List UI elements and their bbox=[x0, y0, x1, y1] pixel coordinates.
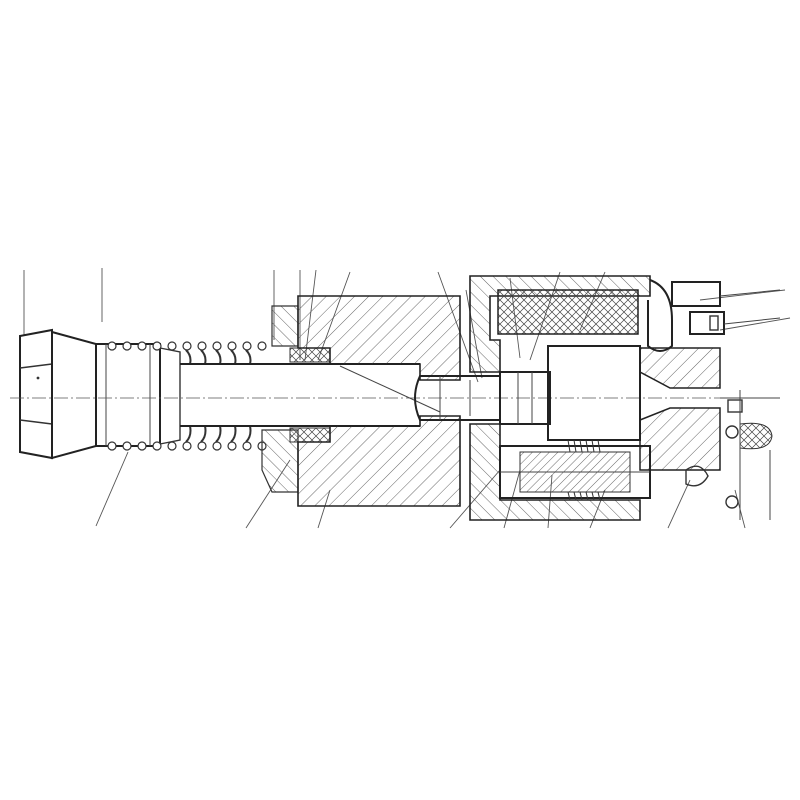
spring-coil-bottom bbox=[212, 441, 222, 451]
spring-coil-top bbox=[152, 341, 162, 351]
lower-spring-coil bbox=[585, 439, 589, 453]
lower-spring-coil bbox=[591, 439, 595, 453]
coil-spring bbox=[107, 341, 267, 451]
spring-coil-top bbox=[257, 341, 267, 351]
spring-coil-top bbox=[167, 341, 177, 351]
spring-coil-top bbox=[242, 341, 252, 351]
spring-coil-top bbox=[212, 341, 222, 351]
right-end-fittings bbox=[671, 281, 781, 520]
spring-coil-bottom bbox=[137, 441, 147, 451]
lower-spring-coils bbox=[567, 439, 601, 501]
lower-spring-coil bbox=[567, 491, 571, 501]
lower-spring-coil bbox=[579, 439, 583, 453]
spring-coil-bottom bbox=[107, 441, 117, 451]
spring-coil-bottom bbox=[152, 441, 162, 451]
spring-turn bbox=[215, 349, 222, 443]
spring-coil-bottom bbox=[242, 441, 252, 451]
spring-coil-bottom bbox=[122, 441, 132, 451]
lower-spring-coil bbox=[567, 439, 571, 453]
lower-spring-chamber bbox=[499, 445, 651, 499]
spring-coil-bottom bbox=[167, 441, 177, 451]
lower-spring-coil bbox=[573, 491, 577, 501]
lower-spring-coil bbox=[591, 491, 595, 501]
spring-coil-top bbox=[107, 341, 117, 351]
spring-coil-top bbox=[122, 341, 132, 351]
spring-coil-top bbox=[137, 341, 147, 351]
spring-coil-top bbox=[197, 341, 207, 351]
right-housing bbox=[469, 275, 721, 521]
spring-coil-top bbox=[182, 341, 192, 351]
spring-coil-top bbox=[227, 341, 237, 351]
spring-coil-bottom bbox=[182, 441, 192, 451]
main-body bbox=[297, 295, 461, 507]
spring-turn bbox=[185, 349, 192, 443]
spring-coil-bottom bbox=[227, 441, 237, 451]
spring-coil-bottom bbox=[197, 441, 207, 451]
spring-turn bbox=[245, 349, 252, 443]
collet-sleeve bbox=[95, 343, 181, 447]
center-bolt bbox=[414, 371, 551, 425]
lower-spring-coil bbox=[585, 491, 589, 501]
lower-spring-coil bbox=[597, 491, 601, 501]
left-flange bbox=[261, 305, 331, 493]
lower-spring-coil bbox=[573, 439, 577, 453]
lower-spring-coil bbox=[597, 439, 601, 453]
spring-turn bbox=[230, 349, 237, 443]
lower-spring-coil bbox=[579, 491, 583, 501]
spring-turn bbox=[200, 349, 207, 443]
hex-nut bbox=[19, 328, 97, 460]
